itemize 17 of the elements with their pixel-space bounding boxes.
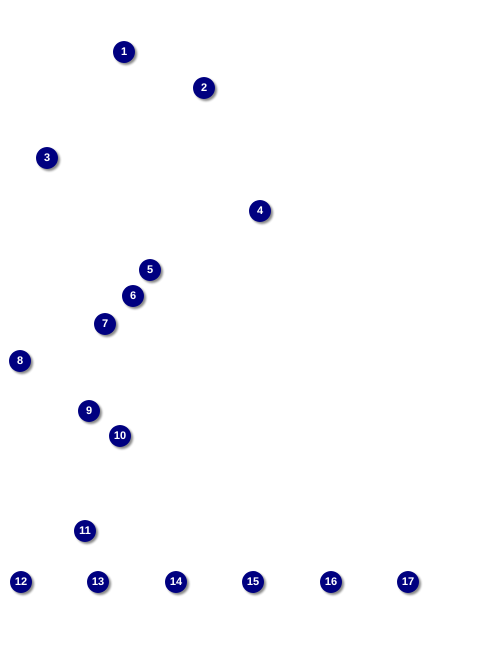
callout-number: 3 xyxy=(36,147,58,169)
callout-number: 1 xyxy=(113,41,135,63)
callout-number: 10 xyxy=(109,425,131,447)
callout-number: 17 xyxy=(397,571,419,593)
callout-number: 9 xyxy=(78,400,100,422)
callout-number: 15 xyxy=(242,571,264,593)
callout-number: 11 xyxy=(74,520,96,542)
callout-number: 5 xyxy=(139,259,161,281)
callout-number: 6 xyxy=(122,285,144,307)
callout-number: 12 xyxy=(10,571,32,593)
callout-number: 7 xyxy=(94,313,116,335)
callout-number: 2 xyxy=(193,77,215,99)
callout-number: 8 xyxy=(9,350,31,372)
callout-number: 4 xyxy=(249,200,271,222)
callout-number: 14 xyxy=(165,571,187,593)
callout-number: 13 xyxy=(87,571,109,593)
callout-number: 16 xyxy=(320,571,342,593)
